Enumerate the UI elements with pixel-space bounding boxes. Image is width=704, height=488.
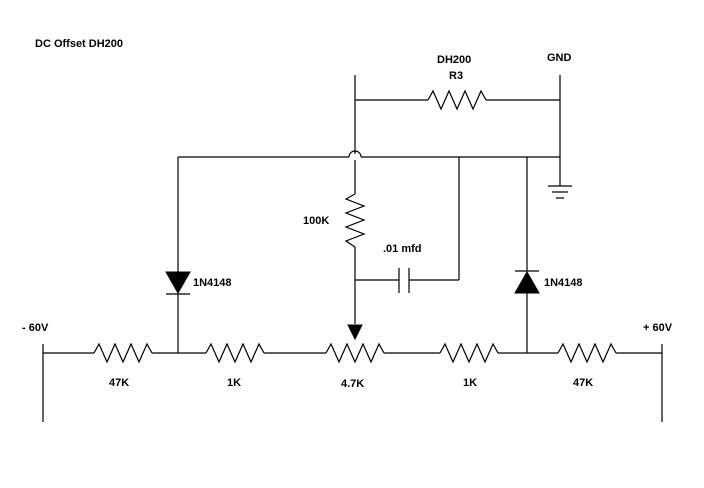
- resistor-1k-right: [439, 342, 499, 364]
- resistor-1k-left: [205, 342, 265, 364]
- resistor-r3: [427, 89, 487, 111]
- pot-wiper-arrow-icon: [347, 324, 363, 341]
- r3-ref-label: R3: [449, 70, 463, 82]
- diode-right-icon: [514, 270, 540, 294]
- wire-crossover-hump: [348, 150, 362, 158]
- rail-positive-label: + 60V: [643, 322, 673, 334]
- rail-negative-label: - 60V: [22, 322, 49, 334]
- r-100k-label: 100K: [303, 215, 329, 227]
- capacitor-label: .01 mfd: [383, 243, 422, 255]
- r-47k-right-label: 47K: [573, 377, 593, 389]
- diagram-title: DC Offset DH200: [35, 38, 123, 50]
- resistor-47k-right: [557, 342, 617, 364]
- resistor-47k-left: [93, 342, 153, 364]
- diode-left-icon: [165, 271, 191, 295]
- r-47k-left-label: 47K: [109, 377, 129, 389]
- potentiometer-4-7k: [325, 342, 385, 364]
- pot-label: 4.7K: [341, 378, 364, 390]
- r-1k-left-label: 1K: [227, 377, 241, 389]
- r3-name-label: DH200: [437, 54, 471, 66]
- gnd-label: GND: [547, 52, 572, 64]
- resistor-100k: [344, 193, 366, 248]
- r-1k-right-label: 1K: [463, 377, 477, 389]
- diode-right-label: 1N4148: [544, 277, 583, 289]
- diode-left-label: 1N4148: [193, 277, 232, 289]
